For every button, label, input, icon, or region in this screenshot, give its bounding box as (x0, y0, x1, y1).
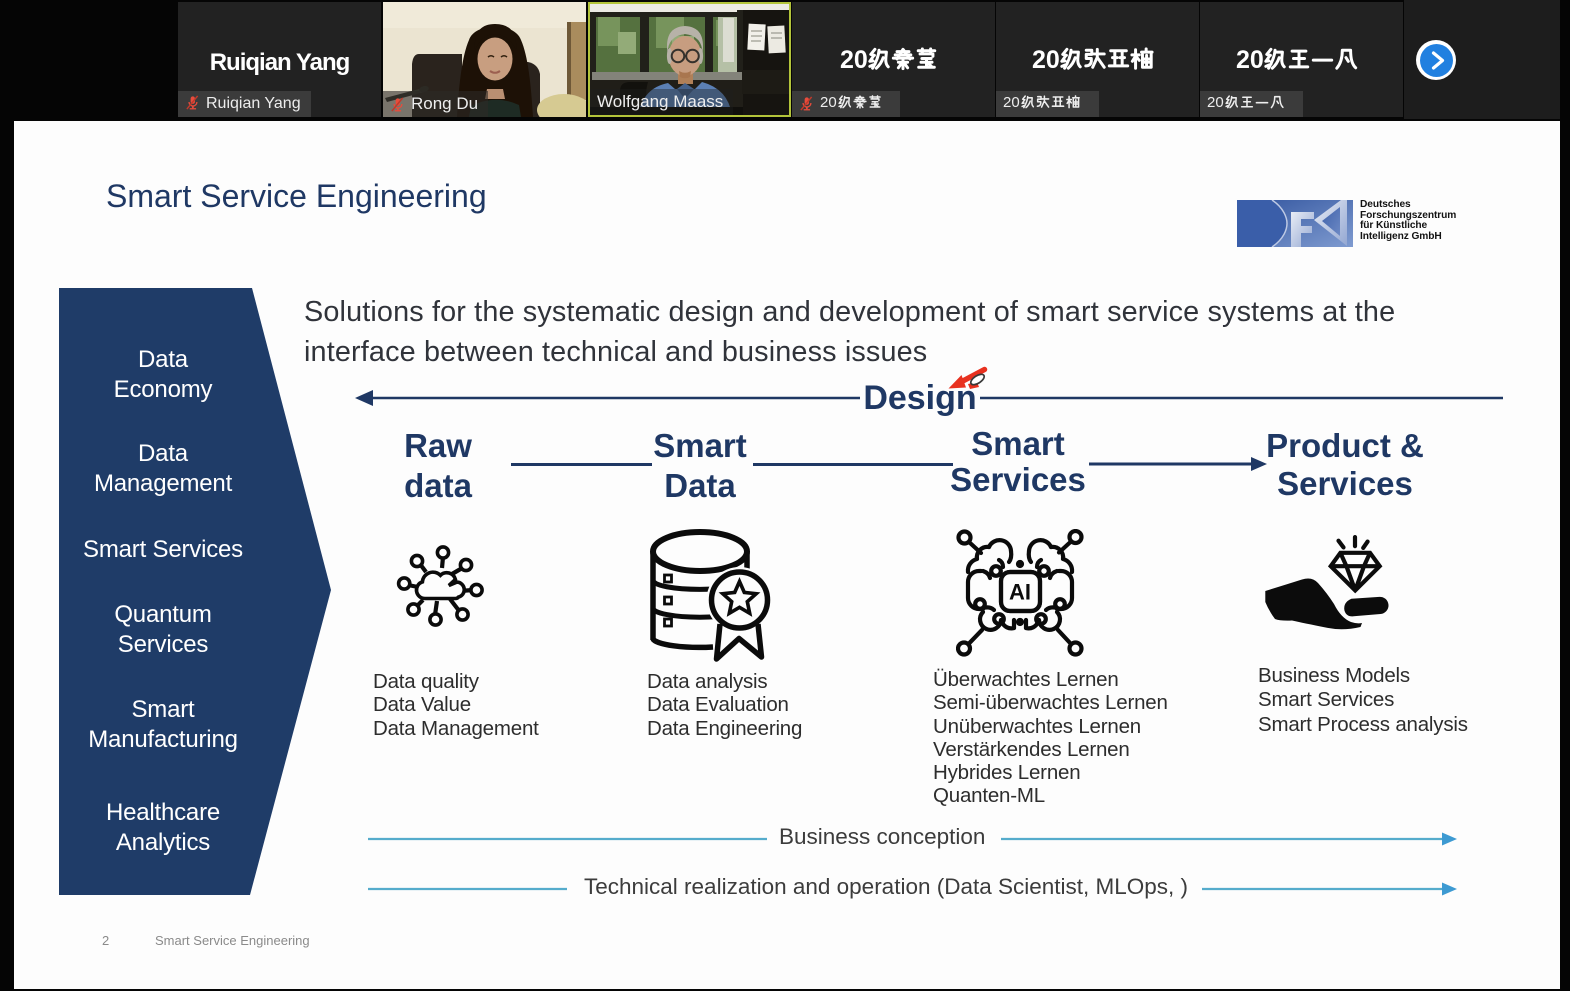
svg-text:20: 20 (840, 46, 868, 73)
svg-text:20: 20 (1032, 46, 1060, 73)
svg-text:20: 20 (1207, 94, 1224, 110)
svg-text:20: 20 (820, 94, 837, 110)
svg-text:AI: AI (1009, 580, 1031, 605)
svg-text:20: 20 (1003, 94, 1020, 110)
svg-text:20: 20 (1236, 46, 1264, 73)
